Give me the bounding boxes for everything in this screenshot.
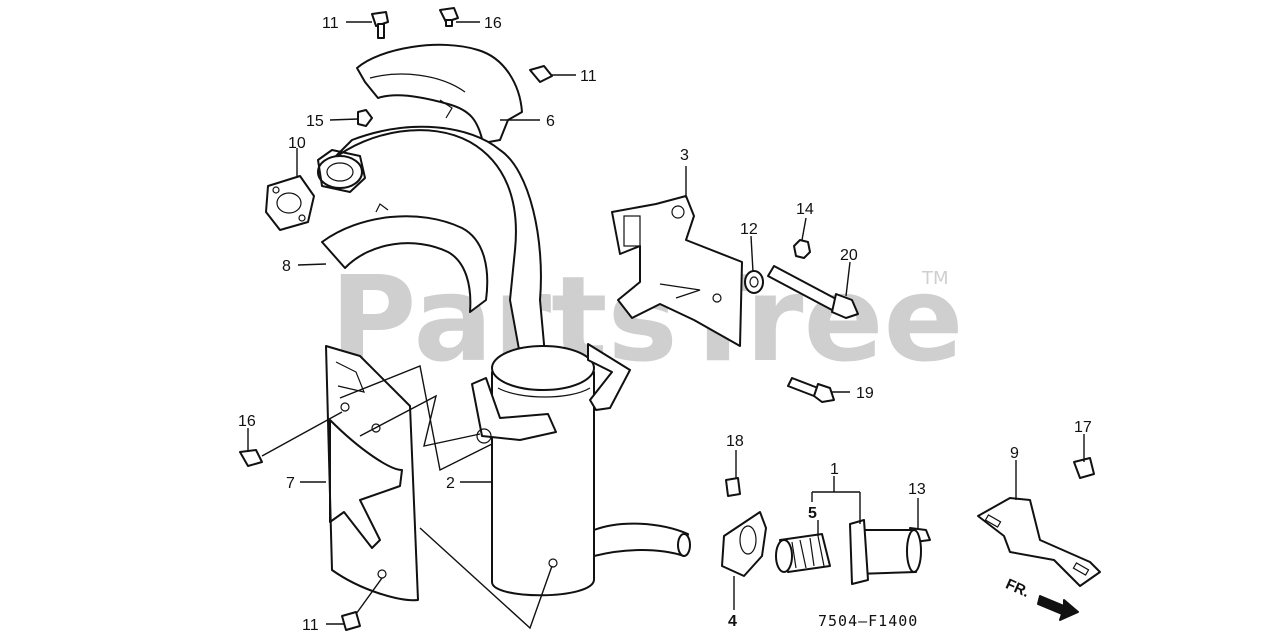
callout-16: 16 — [238, 413, 256, 430]
lower-pipe-shield[interactable] — [321, 203, 489, 313]
callout-4: 4 — [728, 613, 737, 630]
upper-heat-shield[interactable] — [356, 43, 523, 144]
callout-16: 16 — [484, 15, 502, 32]
diagram-code: 7504—F1400 — [818, 612, 918, 630]
muffler-protector[interactable] — [325, 345, 419, 602]
callout-5: 5 — [808, 505, 817, 522]
exhaust-gasket[interactable] — [265, 175, 315, 231]
callout-2: 2 — [446, 475, 455, 492]
callout-3: 3 — [680, 147, 689, 164]
bolt-icon[interactable] — [529, 65, 553, 83]
callout-11: 11 — [302, 617, 319, 634]
collar[interactable] — [744, 270, 764, 294]
callout-9: 9 — [1010, 445, 1019, 462]
callout-19: 19 — [856, 385, 874, 402]
callout-18: 18 — [726, 433, 744, 450]
nut-icon[interactable] — [357, 109, 373, 127]
callout-10: 10 — [288, 135, 306, 152]
callout-11: 11 — [580, 68, 597, 85]
callout-17: 17 — [1074, 419, 1092, 436]
spark-arrester-screen[interactable] — [775, 533, 831, 573]
muffler-bracket[interactable] — [611, 195, 743, 347]
callout-14: 14 — [796, 201, 814, 218]
callout-15: 15 — [306, 113, 324, 130]
callout-12: 12 — [740, 221, 758, 238]
spark-arrester-tube[interactable] — [849, 519, 922, 585]
callout-20: 20 — [840, 247, 858, 264]
arrow-icon — [1037, 595, 1079, 621]
callout-1: 1 — [830, 461, 839, 478]
callout-labels: 11 16 11 6 15 10 8 3 12 14 20 19 16 7 2 … — [238, 15, 1092, 634]
bolt-icon[interactable] — [787, 377, 835, 403]
leader-lines — [247, 21, 1085, 630]
direction-label: FR. — [1003, 576, 1032, 601]
mounting-plate[interactable] — [977, 497, 1101, 587]
callout-7: 7 — [286, 475, 295, 492]
callout-11: 11 — [322, 15, 339, 32]
callout-6: 6 — [546, 113, 555, 130]
spark-arrester-adapter[interactable] — [721, 511, 767, 577]
bolt-icon[interactable] — [767, 265, 859, 319]
bolt-icon[interactable] — [725, 477, 741, 497]
muffler[interactable] — [471, 343, 691, 597]
nut-icon[interactable] — [793, 239, 811, 259]
bolt-icon[interactable] — [239, 449, 263, 467]
callout-8: 8 — [282, 258, 291, 275]
exhaust-pipe[interactable] — [317, 125, 546, 356]
bolt-icon[interactable] — [341, 611, 361, 631]
watermark-trademark: TM — [921, 268, 949, 289]
bolt-icon[interactable] — [439, 7, 459, 27]
bolt-icon[interactable] — [371, 11, 389, 39]
callout-13: 13 — [908, 481, 926, 498]
